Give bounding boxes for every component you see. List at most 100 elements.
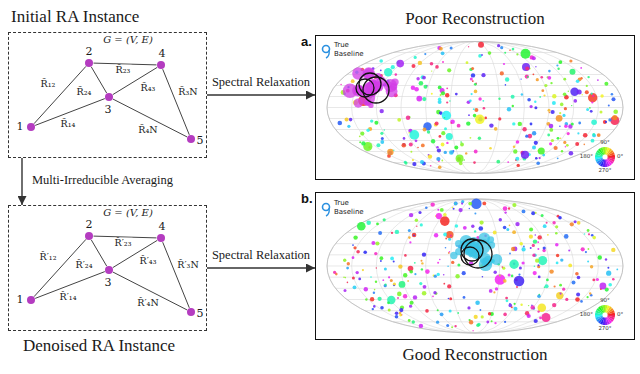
- data-point: [538, 304, 547, 313]
- data-point: [387, 296, 395, 304]
- data-point: [547, 134, 550, 137]
- data-point: [480, 309, 482, 311]
- data-point: [503, 206, 508, 211]
- vertex-number: 1: [17, 121, 24, 132]
- data-point: [616, 269, 618, 271]
- data-point: [404, 162, 407, 165]
- data-point: [545, 284, 549, 288]
- data-point: [446, 133, 453, 140]
- data-point: [560, 258, 563, 261]
- data-point: [416, 226, 417, 227]
- data-point: [472, 330, 473, 331]
- data-point: [380, 306, 384, 310]
- data-point: [446, 231, 454, 239]
- data-point: [576, 293, 580, 297]
- data-point: [343, 259, 346, 262]
- data-point: [520, 78, 521, 79]
- data-point: [509, 225, 511, 227]
- edge-label: R̂′₂₄: [75, 260, 94, 270]
- data-point: [495, 287, 498, 290]
- data-point: [533, 239, 537, 243]
- data-point: [519, 242, 523, 246]
- data-point: [454, 325, 456, 327]
- data-point: [478, 97, 481, 100]
- data-point: [505, 297, 508, 300]
- data-point: [418, 211, 421, 214]
- data-point: [581, 247, 585, 251]
- data-point: [560, 103, 564, 107]
- data-point: [353, 285, 357, 289]
- data-point: [378, 231, 382, 235]
- process-arrow: [21, 158, 22, 205]
- data-point: [448, 298, 450, 300]
- data-point: [387, 149, 393, 155]
- data-point: [393, 150, 394, 151]
- data-point: [555, 243, 559, 247]
- data-point: [588, 93, 597, 102]
- data-point: [494, 127, 498, 131]
- data-point: [570, 222, 574, 226]
- data-point: [585, 251, 587, 253]
- data-point: [532, 244, 535, 247]
- data-point: [380, 140, 384, 144]
- grid-parallel: [393, 52, 557, 53]
- data-point: [597, 79, 599, 81]
- data-point: [488, 51, 492, 55]
- data-point: [449, 310, 452, 313]
- data-point: [371, 241, 375, 245]
- process-arrow: [207, 267, 315, 268]
- data-point: [445, 93, 449, 97]
- data-point: [419, 324, 423, 328]
- data-point: [522, 63, 530, 71]
- angle-label: 180°: [580, 312, 593, 318]
- data-point: [409, 270, 413, 274]
- data-point: [530, 123, 533, 126]
- data-point: [466, 61, 469, 64]
- data-point: [456, 154, 464, 162]
- data-point: [470, 77, 473, 80]
- data-point: [421, 262, 423, 264]
- data-point: [457, 264, 460, 267]
- data-point: [560, 138, 562, 140]
- grid-meridian: [327, 42, 623, 174]
- data-point: [588, 248, 590, 250]
- data-point: [556, 64, 558, 66]
- angle-label: 90°: [600, 298, 610, 304]
- data-point: [345, 118, 349, 122]
- data-point: [446, 101, 448, 103]
- data-point: [346, 267, 349, 270]
- data-point: [432, 295, 434, 297]
- data-point: [536, 161, 540, 165]
- data-point: [459, 208, 463, 212]
- data-point: [547, 234, 549, 236]
- data-point: [611, 93, 614, 96]
- data-point: [440, 312, 444, 316]
- data-point: [578, 122, 581, 125]
- data-point: [559, 126, 560, 127]
- data-point: [416, 96, 422, 102]
- data-point: [430, 62, 434, 66]
- data-point: [474, 83, 477, 86]
- edge-label: R̃₂₃: [115, 65, 132, 75]
- data-point: [568, 264, 572, 268]
- data-point: [428, 154, 432, 158]
- data-point: [380, 260, 382, 262]
- data-point: [383, 218, 386, 221]
- grid-parallel: [393, 210, 557, 211]
- data-point: [541, 89, 544, 92]
- data-point: [575, 297, 580, 302]
- data-point: [560, 293, 562, 295]
- data-point: [558, 216, 562, 220]
- data-point: [412, 159, 414, 161]
- graph-edge: [91, 67, 106, 93]
- data-point: [512, 203, 516, 207]
- cluster-point: [391, 83, 398, 90]
- data-point: [415, 219, 418, 222]
- data-point: [424, 53, 426, 55]
- data-point: [457, 312, 459, 314]
- data-point: [397, 118, 401, 122]
- vertex-number: 2: [86, 46, 93, 57]
- data-point: [471, 93, 473, 95]
- data-point: [384, 267, 387, 270]
- data-point: [504, 211, 506, 213]
